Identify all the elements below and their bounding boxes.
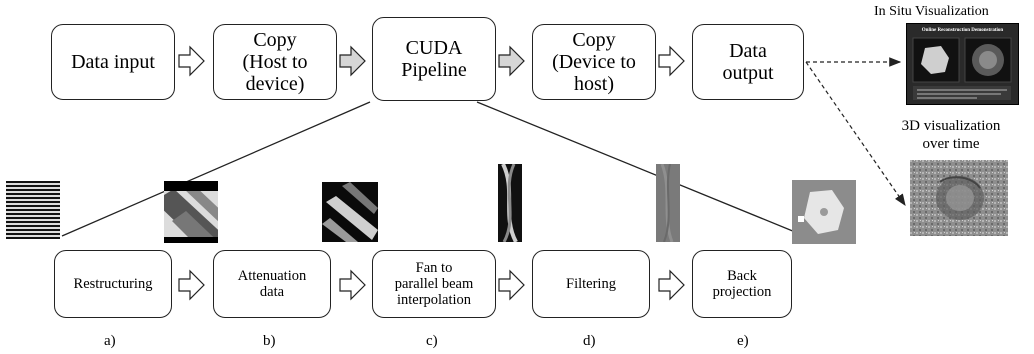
bottom-box-label: Restructuring: [73, 276, 153, 292]
in-situ-label: In Situ Visualization: [874, 4, 989, 19]
bottom-box-label: Attenuation data: [237, 268, 307, 300]
block-arrow-icon: [498, 269, 525, 301]
top-box-data-input: Data input: [51, 24, 175, 100]
top-box-copy-device-to-host: Copy (Device to host): [532, 24, 656, 100]
block-arrow-icon: [658, 269, 685, 301]
visualization-3d-label: 3D visualization over time: [901, 118, 1001, 152]
bottom-box-label: Filtering: [566, 276, 616, 292]
bottom-box-restructuring: Restructuring: [54, 250, 172, 318]
block-arrow-icon: [178, 269, 205, 301]
thumbnail-back-projection: [792, 180, 856, 244]
thumbnail-restructuring: [6, 181, 60, 239]
bottom-box-back-projection: Back projection: [692, 250, 792, 318]
top-box-cuda-pipeline: CUDA Pipeline: [372, 17, 496, 101]
top-box-label: Data input: [71, 51, 155, 73]
top-box-copy-host-to-device: Copy (Host to device): [213, 24, 337, 100]
dashed-arrow-3d: [805, 61, 906, 206]
step-letter-c: c): [426, 333, 438, 349]
step-letter-a: a): [104, 333, 116, 349]
thumbnail-interpolation: [322, 182, 378, 242]
thumbnail-filtering: [656, 164, 680, 242]
bottom-box-attenuation: Attenuation data: [213, 250, 331, 318]
block-arrow-icon: [658, 45, 685, 77]
thumbnail-attenuation: [164, 181, 218, 243]
step-letter-b: b): [263, 333, 276, 349]
block-arrow-icon: [178, 45, 205, 77]
block-arrow-icon: [339, 269, 366, 301]
top-box-label: Copy (Device to host): [552, 29, 636, 95]
expansion-line-right: [476, 101, 801, 235]
bottom-box-fan-to-parallel: Fan to parallel beam interpolation: [372, 250, 496, 318]
top-box-label: Data output: [722, 40, 774, 84]
top-box-label: CUDA Pipeline: [401, 37, 467, 81]
step-letter-e: e): [737, 333, 749, 349]
expansion-line-left: [61, 101, 371, 237]
bottom-box-label: Back projection: [712, 268, 772, 300]
top-box-data-output: Data output: [692, 24, 804, 100]
top-box-label: Copy (Host to device): [242, 29, 308, 95]
block-arrow-icon: [498, 45, 525, 77]
in-situ-screenshot: Online Reconstruction Demonstration: [906, 23, 1019, 105]
visualization-3d-render: [910, 160, 1008, 236]
in-situ-screen-title: Online Reconstruction Demonstration: [921, 28, 1004, 33]
block-arrow-icon: [339, 45, 366, 77]
step-letter-d: d): [583, 333, 596, 349]
in-situ-preview: [912, 37, 1012, 100]
bottom-box-label: Fan to parallel beam interpolation: [394, 260, 474, 308]
thumbnail-fan-parallel: [498, 164, 522, 242]
bottom-box-filtering: Filtering: [532, 250, 650, 318]
